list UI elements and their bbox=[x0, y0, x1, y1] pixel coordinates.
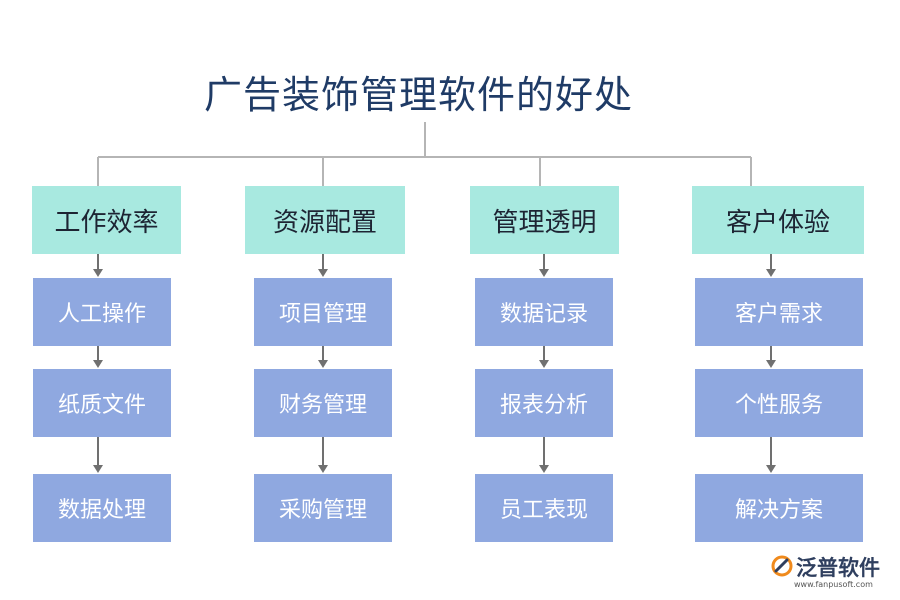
arrow-head-icon bbox=[318, 360, 328, 368]
item-data-records: 数据记录 bbox=[475, 278, 613, 346]
arrow-head-icon bbox=[93, 465, 103, 473]
arrow-head-icon bbox=[318, 465, 328, 473]
arrow-head-icon bbox=[93, 269, 103, 277]
item-paper-documents: 纸质文件 bbox=[33, 369, 171, 437]
item-procurement-management: 采购管理 bbox=[254, 474, 392, 542]
logo-url: www.fanpusoft.com bbox=[794, 580, 873, 589]
brand-logo: 泛普软件 www.fanpusoft.com bbox=[770, 552, 895, 596]
heading-work-efficiency: 工作效率 bbox=[32, 186, 181, 254]
item-report-analysis: 报表分析 bbox=[475, 369, 613, 437]
item-employee-performance: 员工表现 bbox=[475, 474, 613, 542]
arrow-head-icon bbox=[539, 465, 549, 473]
arrow-head-icon bbox=[766, 269, 776, 277]
arrow-head-icon bbox=[93, 360, 103, 368]
heading-resource-allocation: 资源配置 bbox=[245, 186, 405, 254]
item-customer-needs: 客户需求 bbox=[695, 278, 863, 346]
item-finance-management: 财务管理 bbox=[254, 369, 392, 437]
arrow-head-icon bbox=[539, 269, 549, 277]
logo-name: 泛普软件 bbox=[796, 556, 880, 580]
item-data-processing: 数据处理 bbox=[33, 474, 171, 542]
heading-management-transparency: 管理透明 bbox=[470, 186, 619, 254]
diagram-title: 广告装饰管理软件的好处 bbox=[204, 73, 634, 117]
arrow-head-icon bbox=[766, 360, 776, 368]
item-solutions: 解决方案 bbox=[695, 474, 863, 542]
logo-mark-icon bbox=[771, 555, 793, 577]
item-project-management: 项目管理 bbox=[254, 278, 392, 346]
arrow-head-icon bbox=[766, 465, 776, 473]
item-manual-operation: 人工操作 bbox=[33, 278, 171, 346]
arrow-head-icon bbox=[539, 360, 549, 368]
item-personalized-service: 个性服务 bbox=[695, 369, 863, 437]
heading-customer-experience: 客户体验 bbox=[692, 186, 864, 254]
arrow-head-icon bbox=[318, 269, 328, 277]
